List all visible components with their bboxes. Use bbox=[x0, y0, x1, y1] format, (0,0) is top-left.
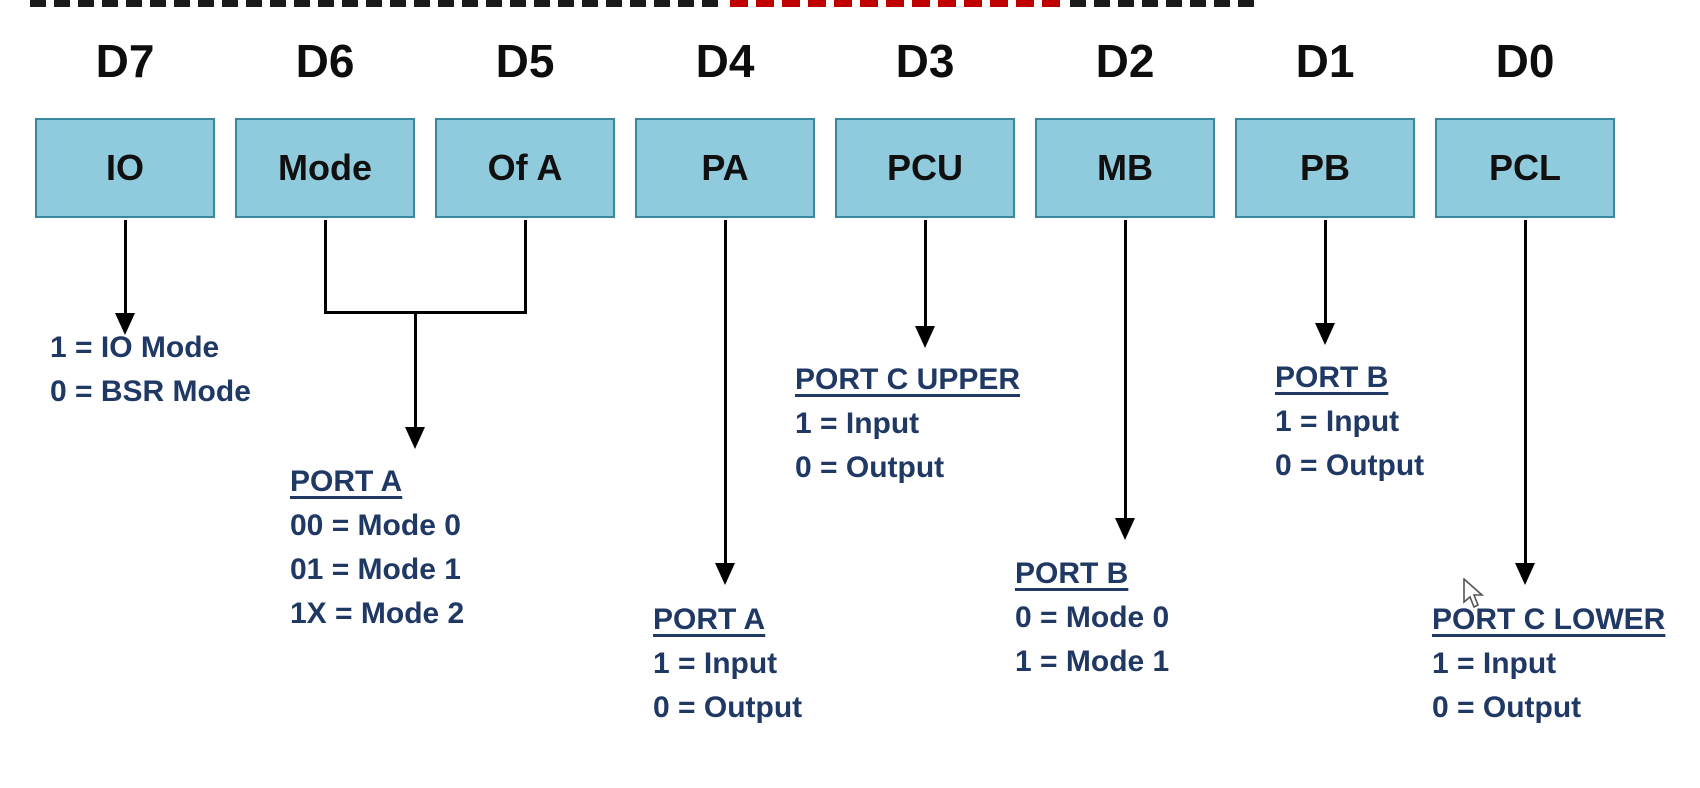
note-header: PORT B bbox=[1015, 557, 1129, 590]
bit-label-d7: D7 bbox=[95, 35, 155, 87]
bracket-line-d5 bbox=[523, 220, 527, 314]
note-line: 0 = Output bbox=[1432, 691, 1582, 724]
bit-label-d4: D4 bbox=[695, 35, 755, 87]
arrowhead-d4 bbox=[715, 563, 735, 585]
note-line: 1 = Input bbox=[1275, 405, 1400, 438]
note-header: PORT C UPPER bbox=[795, 363, 1021, 396]
arrow-line-d2 bbox=[1123, 220, 1127, 520]
arrowhead-d0 bbox=[1515, 563, 1535, 585]
note-line: 0 = Mode 0 bbox=[1015, 601, 1170, 634]
note-line: 1 = Mode 1 bbox=[1015, 645, 1170, 678]
bit-label-d6: D6 bbox=[295, 35, 355, 87]
note-line: 1 = IO Mode bbox=[50, 331, 220, 364]
arrow-line-d1 bbox=[1323, 220, 1327, 325]
bit-label-d3: D3 bbox=[895, 35, 955, 87]
note-d3: PORT C UPPER 1 = Input 0 = Output bbox=[795, 358, 1020, 490]
note-line: 1 = Input bbox=[795, 407, 920, 440]
cropped-title-strip bbox=[30, 0, 720, 7]
bit-label-d1: D1 bbox=[1295, 35, 1355, 87]
bracket-connector-d6-d5 bbox=[323, 311, 527, 314]
cropped-title-strip-red bbox=[730, 0, 1060, 7]
bit-label-d0: D0 bbox=[1495, 35, 1555, 87]
note-d7: 1 = IO Mode 0 = BSR Mode bbox=[50, 326, 251, 414]
note-header: PORT A bbox=[653, 603, 766, 636]
bit-box-pcu: PCU bbox=[835, 118, 1015, 218]
note-line: 1 = Input bbox=[1432, 647, 1557, 680]
arrow-line-d0 bbox=[1523, 220, 1527, 565]
note-line: 01 = Mode 1 bbox=[290, 553, 461, 586]
note-d1: PORT B 1 = Input 0 = Output bbox=[1275, 356, 1424, 488]
arrow-line-d4 bbox=[723, 220, 727, 565]
arrowhead-d1 bbox=[1315, 323, 1335, 345]
note-d0: PORT C LOWER 1 = Input 0 = Output bbox=[1432, 598, 1665, 730]
note-line: 1 = Input bbox=[653, 647, 778, 680]
note-line: 0 = BSR Mode bbox=[50, 375, 251, 408]
bit-box-ofa: Of A bbox=[435, 118, 615, 218]
note-header: PORT C LOWER bbox=[1432, 603, 1666, 636]
arrow-line-d3 bbox=[923, 220, 927, 328]
note-line: 00 = Mode 0 bbox=[290, 509, 461, 542]
note-line: 0 = Output bbox=[795, 451, 945, 484]
bit-box-pb: PB bbox=[1235, 118, 1415, 218]
arrow-line-d6-d5 bbox=[413, 311, 417, 429]
bit-box-mb: MB bbox=[1035, 118, 1215, 218]
arrowhead-d7 bbox=[115, 313, 135, 335]
bit-box-io: IO bbox=[35, 118, 215, 218]
arrowhead-d2 bbox=[1115, 518, 1135, 540]
note-d6-d5: PORT A 00 = Mode 0 01 = Mode 1 1X = Mode… bbox=[290, 460, 464, 636]
arrowhead-d6-d5 bbox=[405, 427, 425, 449]
bit-label-d5: D5 bbox=[495, 35, 555, 87]
bit-box-pcl: PCL bbox=[1435, 118, 1615, 218]
bracket-line-d6 bbox=[323, 220, 327, 314]
note-line: 1X = Mode 2 bbox=[290, 597, 465, 630]
note-line: 0 = Output bbox=[1275, 449, 1425, 482]
bit-box-mode: Mode bbox=[235, 118, 415, 218]
note-d2: PORT B 0 = Mode 0 1 = Mode 1 bbox=[1015, 552, 1169, 684]
note-header: PORT B bbox=[1275, 361, 1389, 394]
note-d4: PORT A 1 = Input 0 = Output bbox=[653, 598, 802, 730]
arrow-line-d7 bbox=[123, 220, 127, 315]
mouse-cursor-icon bbox=[1463, 578, 1485, 609]
note-header: PORT A bbox=[290, 465, 403, 498]
bit-box-pa: PA bbox=[635, 118, 815, 218]
note-line: 0 = Output bbox=[653, 691, 803, 724]
cropped-title-strip bbox=[1070, 0, 1260, 7]
bit-label-d2: D2 bbox=[1095, 35, 1155, 87]
arrowhead-d3 bbox=[915, 326, 935, 348]
